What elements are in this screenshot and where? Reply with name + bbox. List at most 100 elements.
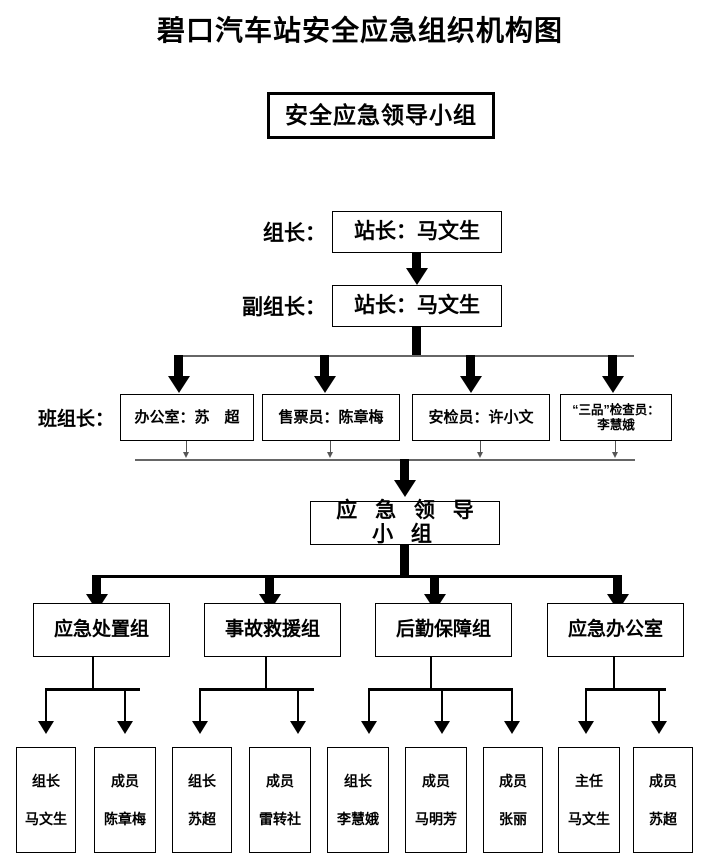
box-member-9-name: 苏超 <box>649 811 677 827</box>
box-group-emergency-office-label: 应急办公室 <box>567 619 663 641</box>
box-group-logistics-support[interactable]: 后勤保障组 <box>375 603 512 657</box>
box-member-5[interactable]: 组长 李慧娥 <box>327 747 389 853</box>
box-member-2-role: 成员 <box>111 772 139 789</box>
arrowhead-member-5 <box>361 721 377 734</box>
box-member-6[interactable]: 成员 马明芳 <box>405 747 467 853</box>
connector-group-4 <box>613 575 622 597</box>
box-member-8-name: 马文生 <box>568 811 610 827</box>
distribution-bar-teamleaders <box>178 355 634 357</box>
connector-group2-stem <box>265 657 268 691</box>
arrowhead-merge-3 <box>477 452 483 458</box>
connector-teamleader-2 <box>320 355 329 379</box>
box-member-8-role: 主任 <box>575 772 603 789</box>
box-member-1[interactable]: 组长 马文生 <box>16 747 76 853</box>
connector-member-7 <box>511 688 514 723</box>
connector-member-2 <box>124 688 127 723</box>
connector-member-3 <box>199 688 202 723</box>
arrowhead-member-9 <box>651 721 667 734</box>
box-three-goods-inspector-line2: 李慧娥 <box>597 417 635 432</box>
box-group-logistics-support-label: 后勤保障组 <box>395 619 491 641</box>
box-member-9[interactable]: 成员 苏超 <box>633 747 693 853</box>
box-team-leader-ticketing-label: 售票员：陈章梅 <box>278 408 384 426</box>
box-group-emergency-office[interactable]: 应急办公室 <box>547 603 684 657</box>
arrowhead-member-6 <box>434 721 450 734</box>
box-team-leader-ticketing[interactable]: 售票员：陈章梅 <box>262 394 400 441</box>
connector-group-3 <box>430 575 439 597</box>
box-safety-emergency-leading-group[interactable]: 安全应急领导小组 <box>267 92 495 139</box>
box-team-leader-security-check-label: 安检员：许小文 <box>428 408 534 426</box>
connector-merge-4 <box>615 441 617 455</box>
box-member-5-name: 李慧娥 <box>337 811 379 827</box>
box-member-5-role: 组长 <box>344 772 372 789</box>
connector-emergency-to-groups <box>400 545 409 577</box>
arrowhead-member-8 <box>578 721 594 734</box>
connector-merge-to-emergency-group <box>400 459 409 483</box>
distribution-bar-group4 <box>586 688 666 691</box>
box-emergency-leading-group[interactable]: 应 急 领 导 小 组 <box>310 499 500 546</box>
arrowhead-leader-to-deputy <box>405 268 428 285</box>
distribution-bar-groups <box>94 575 620 578</box>
connector-group3-stem <box>430 657 433 691</box>
label-deputy-group-leader: 副组长： <box>242 296 326 319</box>
box-member-9-role: 成员 <box>649 772 677 789</box>
box-member-6-name: 马明芳 <box>415 811 457 827</box>
connector-member-4 <box>297 688 300 723</box>
box-team-leader-office[interactable]: 办公室：苏 超 <box>120 394 254 441</box>
box-member-1-role: 组长 <box>32 772 60 789</box>
box-group-accident-rescue-label: 事故救援组 <box>224 619 320 641</box>
connector-member-1 <box>45 688 48 723</box>
connector-teamleader-4 <box>608 355 617 379</box>
box-group-emergency-response[interactable]: 应急处置组 <box>33 603 170 657</box>
box-group-accident-rescue[interactable]: 事故救援组 <box>204 603 341 657</box>
connector-group-1 <box>92 575 101 597</box>
box-member-2[interactable]: 成员 陈章梅 <box>94 747 156 853</box>
box-team-leader-security-check[interactable]: 安检员：许小文 <box>412 394 550 441</box>
connector-merge-2 <box>330 441 332 455</box>
connector-teamleader-1 <box>174 355 183 379</box>
arrowhead-merge-2 <box>327 452 333 458</box>
connector-merge-1 <box>186 441 188 455</box>
box-member-7-role: 成员 <box>499 772 527 789</box>
box-member-7[interactable]: 成员 张丽 <box>483 747 543 853</box>
distribution-bar-group1 <box>46 688 140 691</box>
connector-deputy-to-teamleaders <box>412 327 421 357</box>
box-team-leader-three-goods-inspector[interactable]: “三品”检查员： 李慧娥 <box>560 394 672 441</box>
box-member-4-name: 雷转社 <box>259 811 301 827</box>
box-member-3[interactable]: 组长 苏超 <box>172 747 232 853</box>
box-member-8[interactable]: 主任 马文生 <box>558 747 620 853</box>
merge-bar-to-emergency-group <box>135 459 635 461</box>
arrowhead-merge-4 <box>612 452 618 458</box>
box-member-6-role: 成员 <box>422 772 450 789</box>
arrowhead-teamleader-1 <box>167 376 190 393</box>
connector-member-9 <box>658 688 661 723</box>
box-three-goods-inspector-line1: “三品”检查员： <box>572 403 660 418</box>
box-member-7-name: 张丽 <box>499 811 527 827</box>
arrowhead-member-3 <box>192 721 208 734</box>
box-member-3-name: 苏超 <box>188 811 216 827</box>
arrowhead-member-1 <box>38 721 54 734</box>
box-group-emergency-response-label: 应急处置组 <box>53 619 149 641</box>
box-member-4-role: 成员 <box>266 772 294 789</box>
connector-group1-stem <box>92 657 95 691</box>
connector-merge-3 <box>480 441 482 455</box>
label-team-leaders: 班组长： <box>37 409 114 430</box>
label-group-leader: 组长： <box>263 222 326 245</box>
box-member-1-name: 马文生 <box>25 811 67 827</box>
box-deputy-group-leader[interactable]: 站长：马文生 <box>332 285 502 327</box>
distribution-bar-group2 <box>200 688 314 691</box>
arrowhead-member-4 <box>290 721 306 734</box>
box-member-4[interactable]: 成员 雷转社 <box>249 747 311 853</box>
connector-leader-to-deputy <box>412 253 421 271</box>
arrowhead-teamleader-4 <box>601 376 624 393</box>
box-member-3-role: 组长 <box>188 772 216 789</box>
arrowhead-merge-to-emergency-group <box>393 480 416 497</box>
box-team-leader-office-label: 办公室：苏 超 <box>134 408 240 426</box>
arrowhead-member-7 <box>504 721 520 734</box>
connector-group4-stem <box>613 657 616 691</box>
arrowhead-member-2 <box>117 721 133 734</box>
chart-title: 碧口汽车站安全应急组织机构图 <box>156 15 563 46</box>
connector-group-2 <box>265 575 274 597</box>
box-group-leader[interactable]: 站长：马文生 <box>332 211 502 253</box>
connector-teamleader-3 <box>466 355 475 379</box>
arrowhead-teamleader-2 <box>313 376 336 393</box>
